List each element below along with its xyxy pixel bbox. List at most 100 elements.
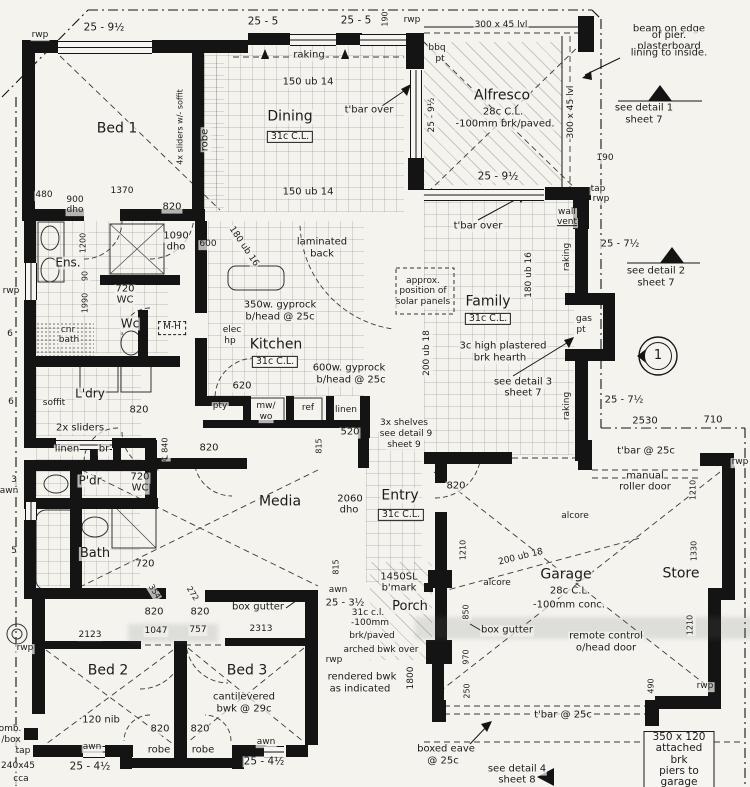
- label-rwp: rwp: [30, 30, 50, 41]
- room-bed-2: Bed 2: [86, 662, 130, 679]
- label-br: br: [97, 443, 111, 456]
- label-rwp: rwp: [591, 194, 611, 205]
- label-720: 720: [114, 283, 136, 296]
- label-brk-paved: brk/paved: [348, 631, 396, 642]
- wall-segment: [432, 664, 444, 704]
- label-t-bar-25c: t'bar @ 25c: [616, 445, 676, 458]
- wall-segment: [24, 498, 158, 509]
- window: [56, 440, 112, 450]
- room-wc: Wc: [119, 316, 141, 331]
- wall-segment: [655, 696, 721, 709]
- label-t-bar-over: t'bar over: [452, 220, 504, 233]
- label-620: 620: [231, 380, 253, 393]
- label-1450sl: 1450SL: [379, 571, 419, 584]
- wall-segment: [24, 362, 36, 442]
- label-200-ub-18: 200 ub 18: [422, 329, 433, 377]
- label-robe: robe: [146, 744, 172, 757]
- label-rendered-bwk: rendered bwk: [326, 671, 398, 684]
- boundary-line: [1, 9, 89, 98]
- label-490: 490: [646, 677, 657, 695]
- window: [25, 502, 37, 520]
- fixture-ellipse: [40, 225, 60, 251]
- wall-segment: [565, 349, 615, 361]
- label-box: /box: [0, 735, 22, 746]
- wall-segment: [22, 53, 35, 213]
- wall-segment: [565, 293, 615, 305]
- label-sheet-7: sheet 7: [503, 387, 543, 400]
- label-150-ub-14: 150 ub 14: [281, 76, 335, 89]
- marker-triangle: [537, 768, 554, 786]
- door-swing-arc: [139, 644, 185, 690]
- window: [424, 189, 544, 201]
- label-6: 6: [7, 397, 15, 408]
- label-25-3: 25 - 3½: [324, 597, 366, 610]
- room-alfresco: Alfresco: [472, 87, 532, 104]
- label-820: 820: [445, 480, 467, 493]
- label-31c-c-l: 31c C.L.: [377, 508, 425, 522]
- label-190: 190: [595, 153, 615, 164]
- label-soffit: soffit: [41, 398, 67, 409]
- label-815: 815: [331, 558, 342, 576]
- label-see-detail-3: see detail 3: [492, 376, 554, 389]
- label-solar-panels: solar panels: [394, 297, 452, 308]
- leader-line: [512, 340, 571, 377]
- label-600: 600: [198, 239, 218, 250]
- wall-segment: [138, 310, 148, 360]
- label-820: 820: [149, 723, 171, 736]
- label-100mm: -100mm: [350, 618, 390, 629]
- wall-segment: [45, 641, 141, 649]
- wall-segment: [244, 745, 266, 757]
- label-brk-hearth: brk hearth: [472, 352, 528, 365]
- label-raking: raking: [562, 241, 573, 273]
- window: [410, 70, 422, 158]
- wall-segment: [22, 40, 58, 53]
- label-710: 710: [702, 414, 724, 427]
- label-see-detail-9: see detail 9: [378, 429, 434, 440]
- wall-segment: [426, 640, 452, 664]
- fixture-rect: [120, 365, 152, 393]
- floor-hatch: [36, 502, 140, 586]
- label-2060: 2060: [336, 493, 364, 506]
- wall-segment: [578, 16, 594, 52]
- label-25c: @ 25c: [426, 755, 460, 768]
- label-arched-bwk-over: arched bwk over: [342, 645, 420, 656]
- label-wc: WC: [115, 294, 135, 307]
- label-820: 820: [128, 404, 150, 417]
- wall-segment: [195, 221, 207, 313]
- window: [290, 34, 336, 46]
- wall-segment: [205, 590, 315, 602]
- floor-hatch: [424, 200, 574, 455]
- fixture-ellipse: [11, 628, 23, 640]
- room-store: Store: [661, 565, 701, 582]
- label-b-head-25c: b/head @ 25c: [315, 374, 387, 387]
- wall-segment: [192, 53, 204, 215]
- label-2313: 2313: [248, 624, 274, 635]
- wall-segment: [152, 40, 248, 53]
- label-mw: mw/: [255, 401, 277, 412]
- room-ens: Ens.: [54, 255, 82, 270]
- marker-triangle: [564, 337, 574, 348]
- label-linen: linen: [53, 443, 81, 456]
- wall-segment: [24, 728, 38, 740]
- label-820: 820: [198, 442, 220, 455]
- label-5: 5: [10, 546, 18, 557]
- label-approx: approx.: [405, 276, 441, 287]
- label-m-h: M-H: [158, 321, 186, 335]
- label-250: 250: [462, 682, 473, 700]
- label-lining-to-inside: lining to inside.: [629, 47, 709, 60]
- marker-triangle: [261, 49, 269, 59]
- label-300-x-45-lvl: 300 x 45 lvl: [566, 84, 577, 140]
- label-850: 850: [461, 603, 472, 621]
- label-awn: awn: [81, 742, 103, 753]
- wall-segment: [700, 453, 734, 466]
- label-25-9: 25 - 9½: [427, 96, 438, 134]
- marker-triangle: [582, 71, 592, 80]
- label-90: 90: [80, 269, 91, 283]
- label-t-bar-25c: t'bar @ 25c: [533, 709, 593, 722]
- label-3c-high-plastered: 3c high plastered: [458, 340, 548, 353]
- label-pty: pty: [211, 401, 229, 412]
- room-ldry: L'dry: [74, 386, 106, 401]
- label-2530: 2530: [631, 415, 659, 428]
- wall-segment: [578, 440, 592, 470]
- label-31c-c-l: 31c C.L.: [266, 130, 314, 144]
